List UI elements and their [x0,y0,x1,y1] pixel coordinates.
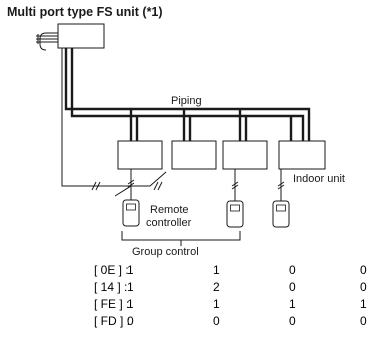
setting-code: [ FD ] : [94,314,130,328]
setting-value: 1 [127,263,134,277]
power-cable [36,32,58,51]
remote-wire-marks [127,179,285,190]
piping-lines [64,48,311,141]
group-control-label: Group control [132,246,199,258]
transmission-wiring [61,48,167,197]
piping-label: Piping [171,95,202,107]
setting-value: 2 [213,280,220,294]
remote-wiring [130,169,282,201]
setting-code: [ FE ] : [94,297,129,311]
setting-value: 0 [289,314,296,328]
remote-controller-3 [272,200,290,228]
group-control-bracket [121,231,241,246]
setting-value: 0 [360,280,367,294]
setting-value: 0 [360,314,367,328]
diagram-title: Multi port type FS unit (*1) [7,5,163,19]
indoor-unit-1 [117,140,163,170]
settings-row: [ FE ] : 1 1 1 1 [94,297,367,311]
fs-unit [57,23,105,49]
setting-value: 1 [213,263,220,277]
setting-value: 0 [213,314,220,328]
setting-value: 0 [360,263,367,277]
remote-controller-1 [122,199,140,227]
setting-value: 1 [213,297,220,311]
setting-value: 0 [289,263,296,277]
indoor-unit-4 [278,140,326,170]
settings-row: [ 14 ] : 1 2 0 0 [94,280,367,294]
setting-value: 1 [127,297,134,311]
settings-row: [ 0E ] : 1 1 0 0 [94,263,367,277]
wire-break-marks [91,181,163,191]
setting-value: 0 [127,314,134,328]
setting-value: 1 [289,297,296,311]
settings-table: [ 0E ] : 1 1 0 0 [ 14 ] : 1 2 0 0 [ FE ]… [94,263,367,328]
indoor-unit-2 [171,140,217,170]
indoor-unit-3 [222,140,268,170]
setting-value: 1 [127,280,134,294]
setting-value: 1 [360,297,367,311]
remote-controller-label-line2: controller [146,217,192,229]
remote-controller-2 [226,200,244,228]
indoor-unit-label: Indoor unit [293,173,345,185]
setting-code: [ 14 ] : [94,280,127,294]
setting-code: [ 0E ] : [94,263,129,277]
setting-value: 0 [289,280,296,294]
remote-controller-label-line1: Remote [150,204,189,216]
settings-row: [ FD ] : 0 0 0 0 [94,314,367,328]
